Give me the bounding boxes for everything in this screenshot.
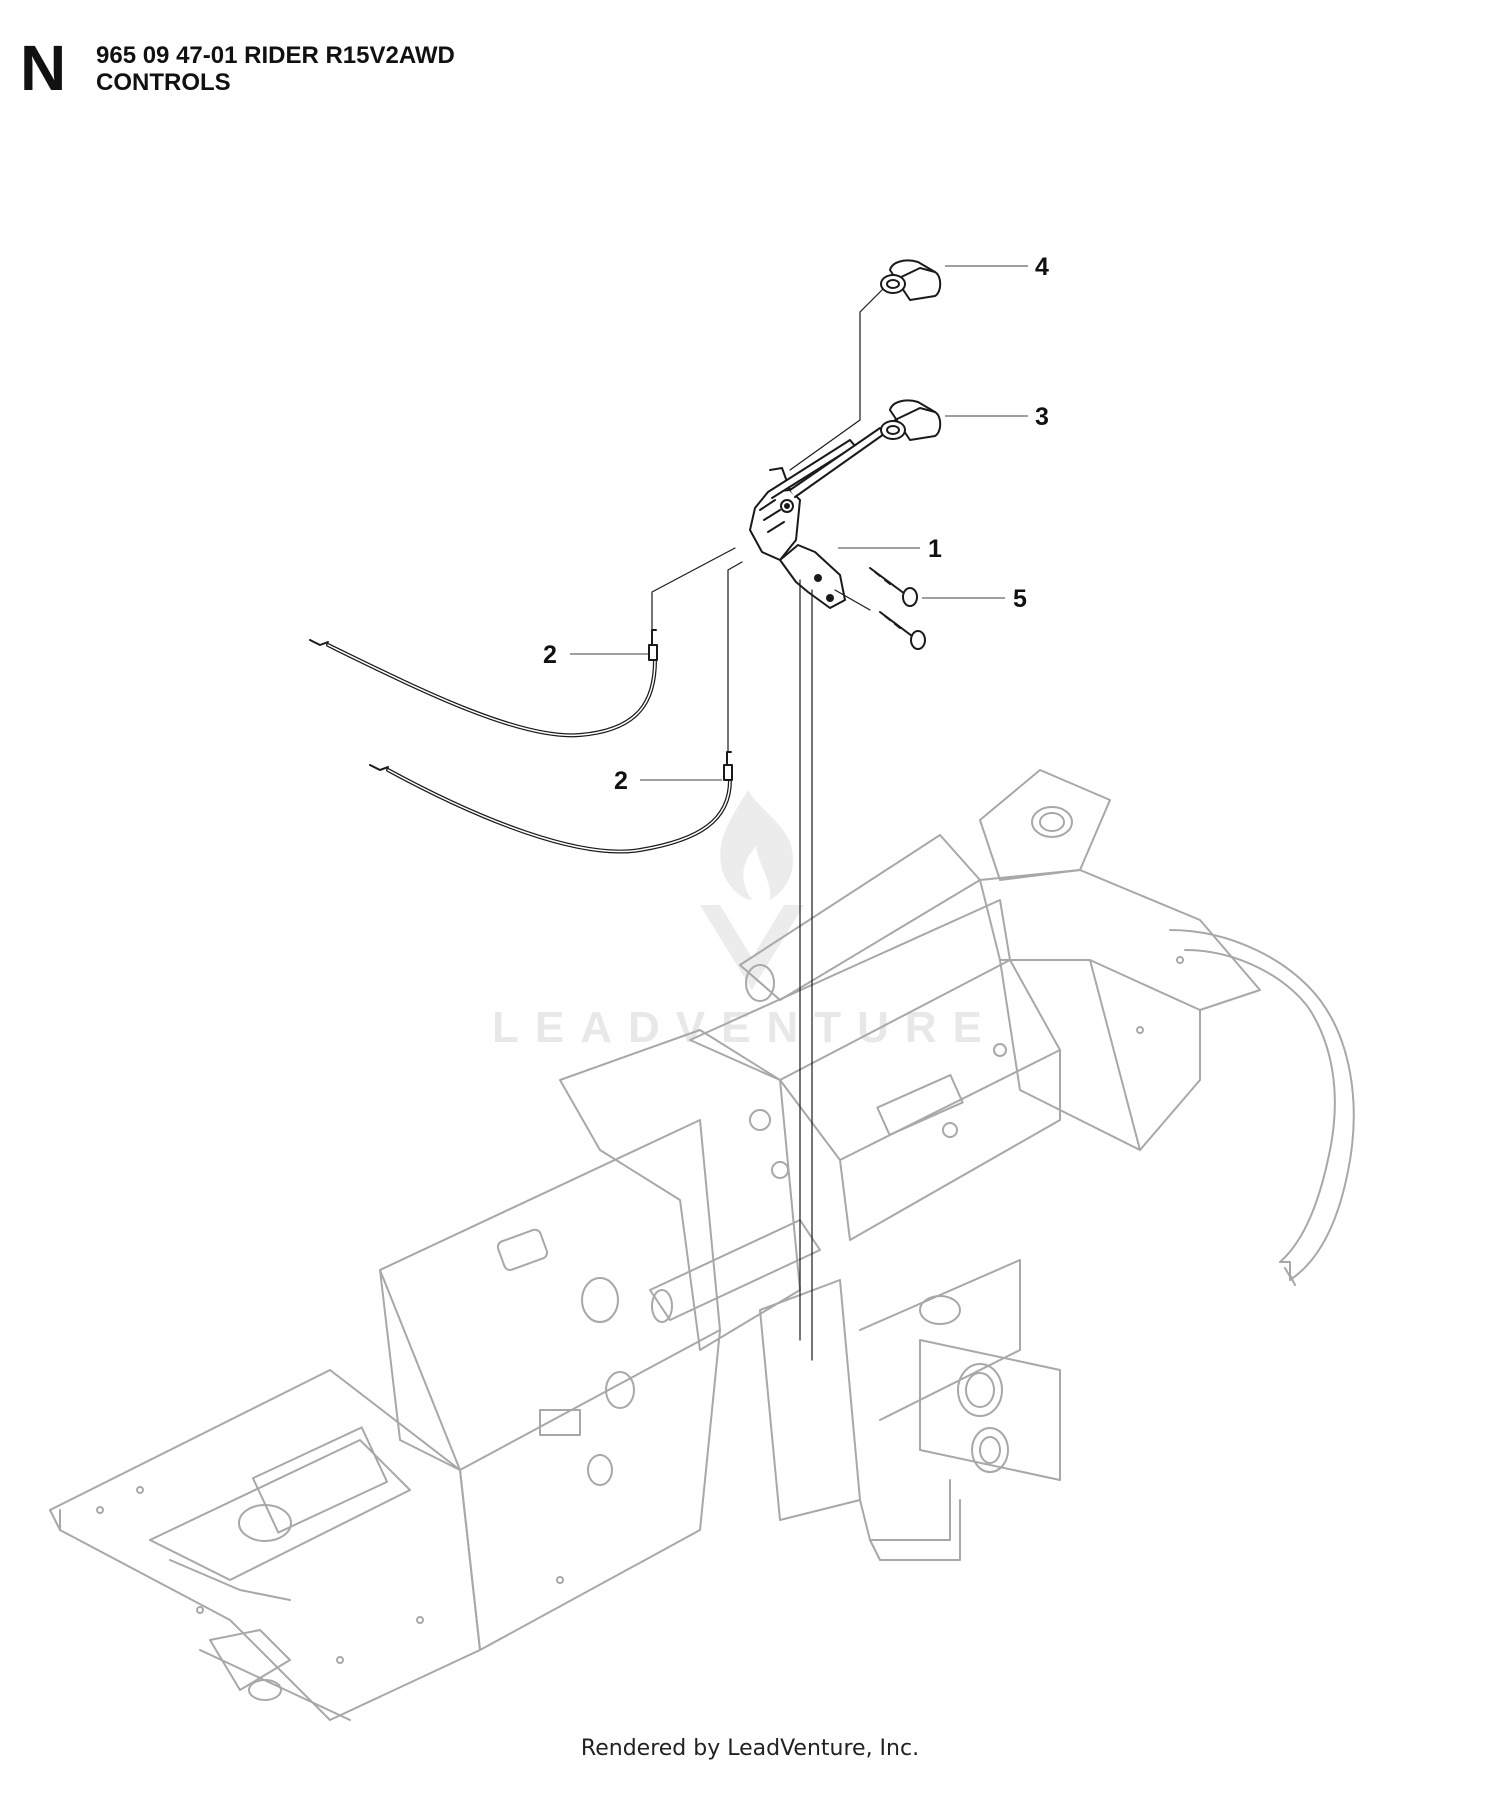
cable-upper [309, 629, 658, 738]
callout-5: 5 [1013, 585, 1027, 613]
watermark-flame-icon [720, 790, 794, 900]
callout-4: 4 [1035, 253, 1049, 281]
callout-3: 3 [1035, 403, 1049, 431]
explosion-line-knob4 [789, 289, 883, 471]
callout-2-lower: 2 [614, 767, 628, 795]
watermark-brand: LEADVENTURE [492, 1003, 998, 1052]
chassis-frame [49, 769, 1355, 1721]
knob-3 [880, 399, 942, 441]
explosion-line-cable-lower [727, 561, 743, 753]
screw-upper [869, 567, 918, 607]
watermark: LEADVENTURE [492, 790, 998, 1052]
knob-4 [880, 259, 942, 301]
footer-credit: Rendered by LeadVenture, Inc. [580, 1736, 920, 1761]
cable-lower [369, 751, 733, 854]
screw-lower [879, 611, 926, 650]
section-title: CONTROLS [96, 69, 231, 96]
explosion-line-cable-upper [651, 547, 736, 631]
controls-assembly [309, 259, 942, 1361]
callout-2-upper: 2 [543, 641, 557, 669]
callout-1: 1 [928, 535, 942, 563]
header-text: 965 09 47-01 RIDER R15V2AWD CONTROLS [96, 42, 455, 96]
callouts: 4 3 1 5 2 2 [543, 253, 1049, 795]
lever-shaft-lower [789, 427, 885, 498]
callout-leaders [570, 265, 1028, 781]
lever-shaft-upper [767, 439, 856, 499]
explosion-line-screws [834, 589, 871, 611]
section-letter: N [20, 32, 67, 104]
watermark-v-icon [700, 905, 804, 990]
model-line: 965 09 47-01 RIDER R15V2AWD [96, 42, 455, 69]
